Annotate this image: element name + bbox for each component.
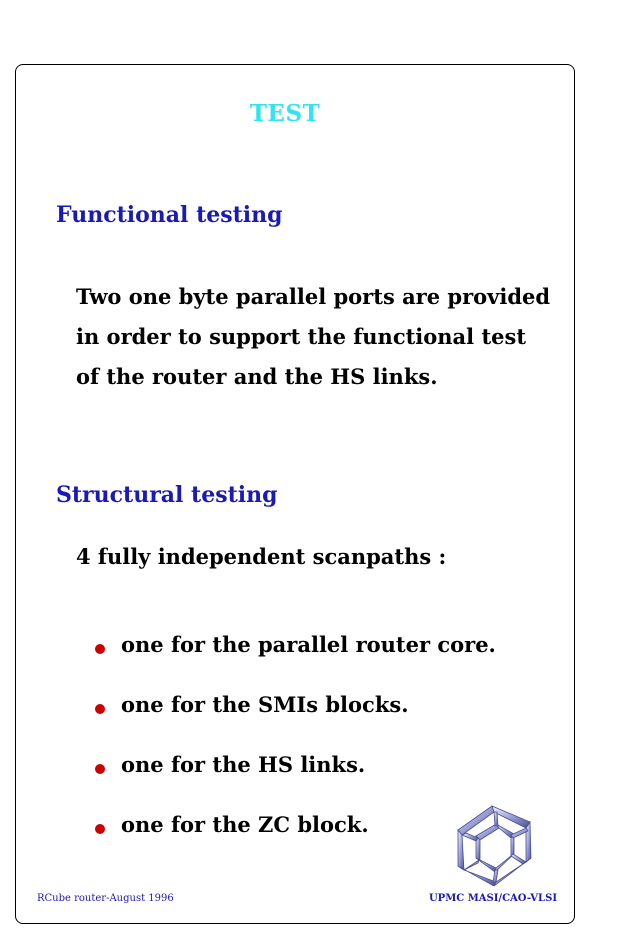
bullet-text: one for the HS links. (121, 752, 366, 777)
bullet-dot-icon (95, 824, 105, 834)
bullet-text: one for the parallel router core. (121, 632, 496, 657)
footer-left-text: RCube router-August 1996 (37, 893, 174, 904)
bullet-dot-icon (95, 644, 105, 654)
functional-testing-paragraph: Two one byte parallel ports are provided… (76, 284, 551, 389)
structural-testing-paragraph: 4 fully independent scanpaths : (76, 544, 447, 569)
slide-title: TEST (249, 100, 321, 127)
bullet-dot-icon (95, 764, 105, 774)
rcube-hypercube-logo-icon (457, 805, 532, 886)
slide-frame (15, 64, 575, 924)
bullet-dot-icon (95, 704, 105, 714)
functional-testing-heading: Functional testing (56, 202, 283, 228)
structural-testing-heading: Structural testing (56, 482, 278, 508)
footer-right-text: UPMC MASI/CAO-VLSI (428, 893, 557, 904)
bullet-text: one for the ZC block. (121, 812, 369, 837)
bullet-text: one for the SMIs blocks. (121, 692, 409, 717)
